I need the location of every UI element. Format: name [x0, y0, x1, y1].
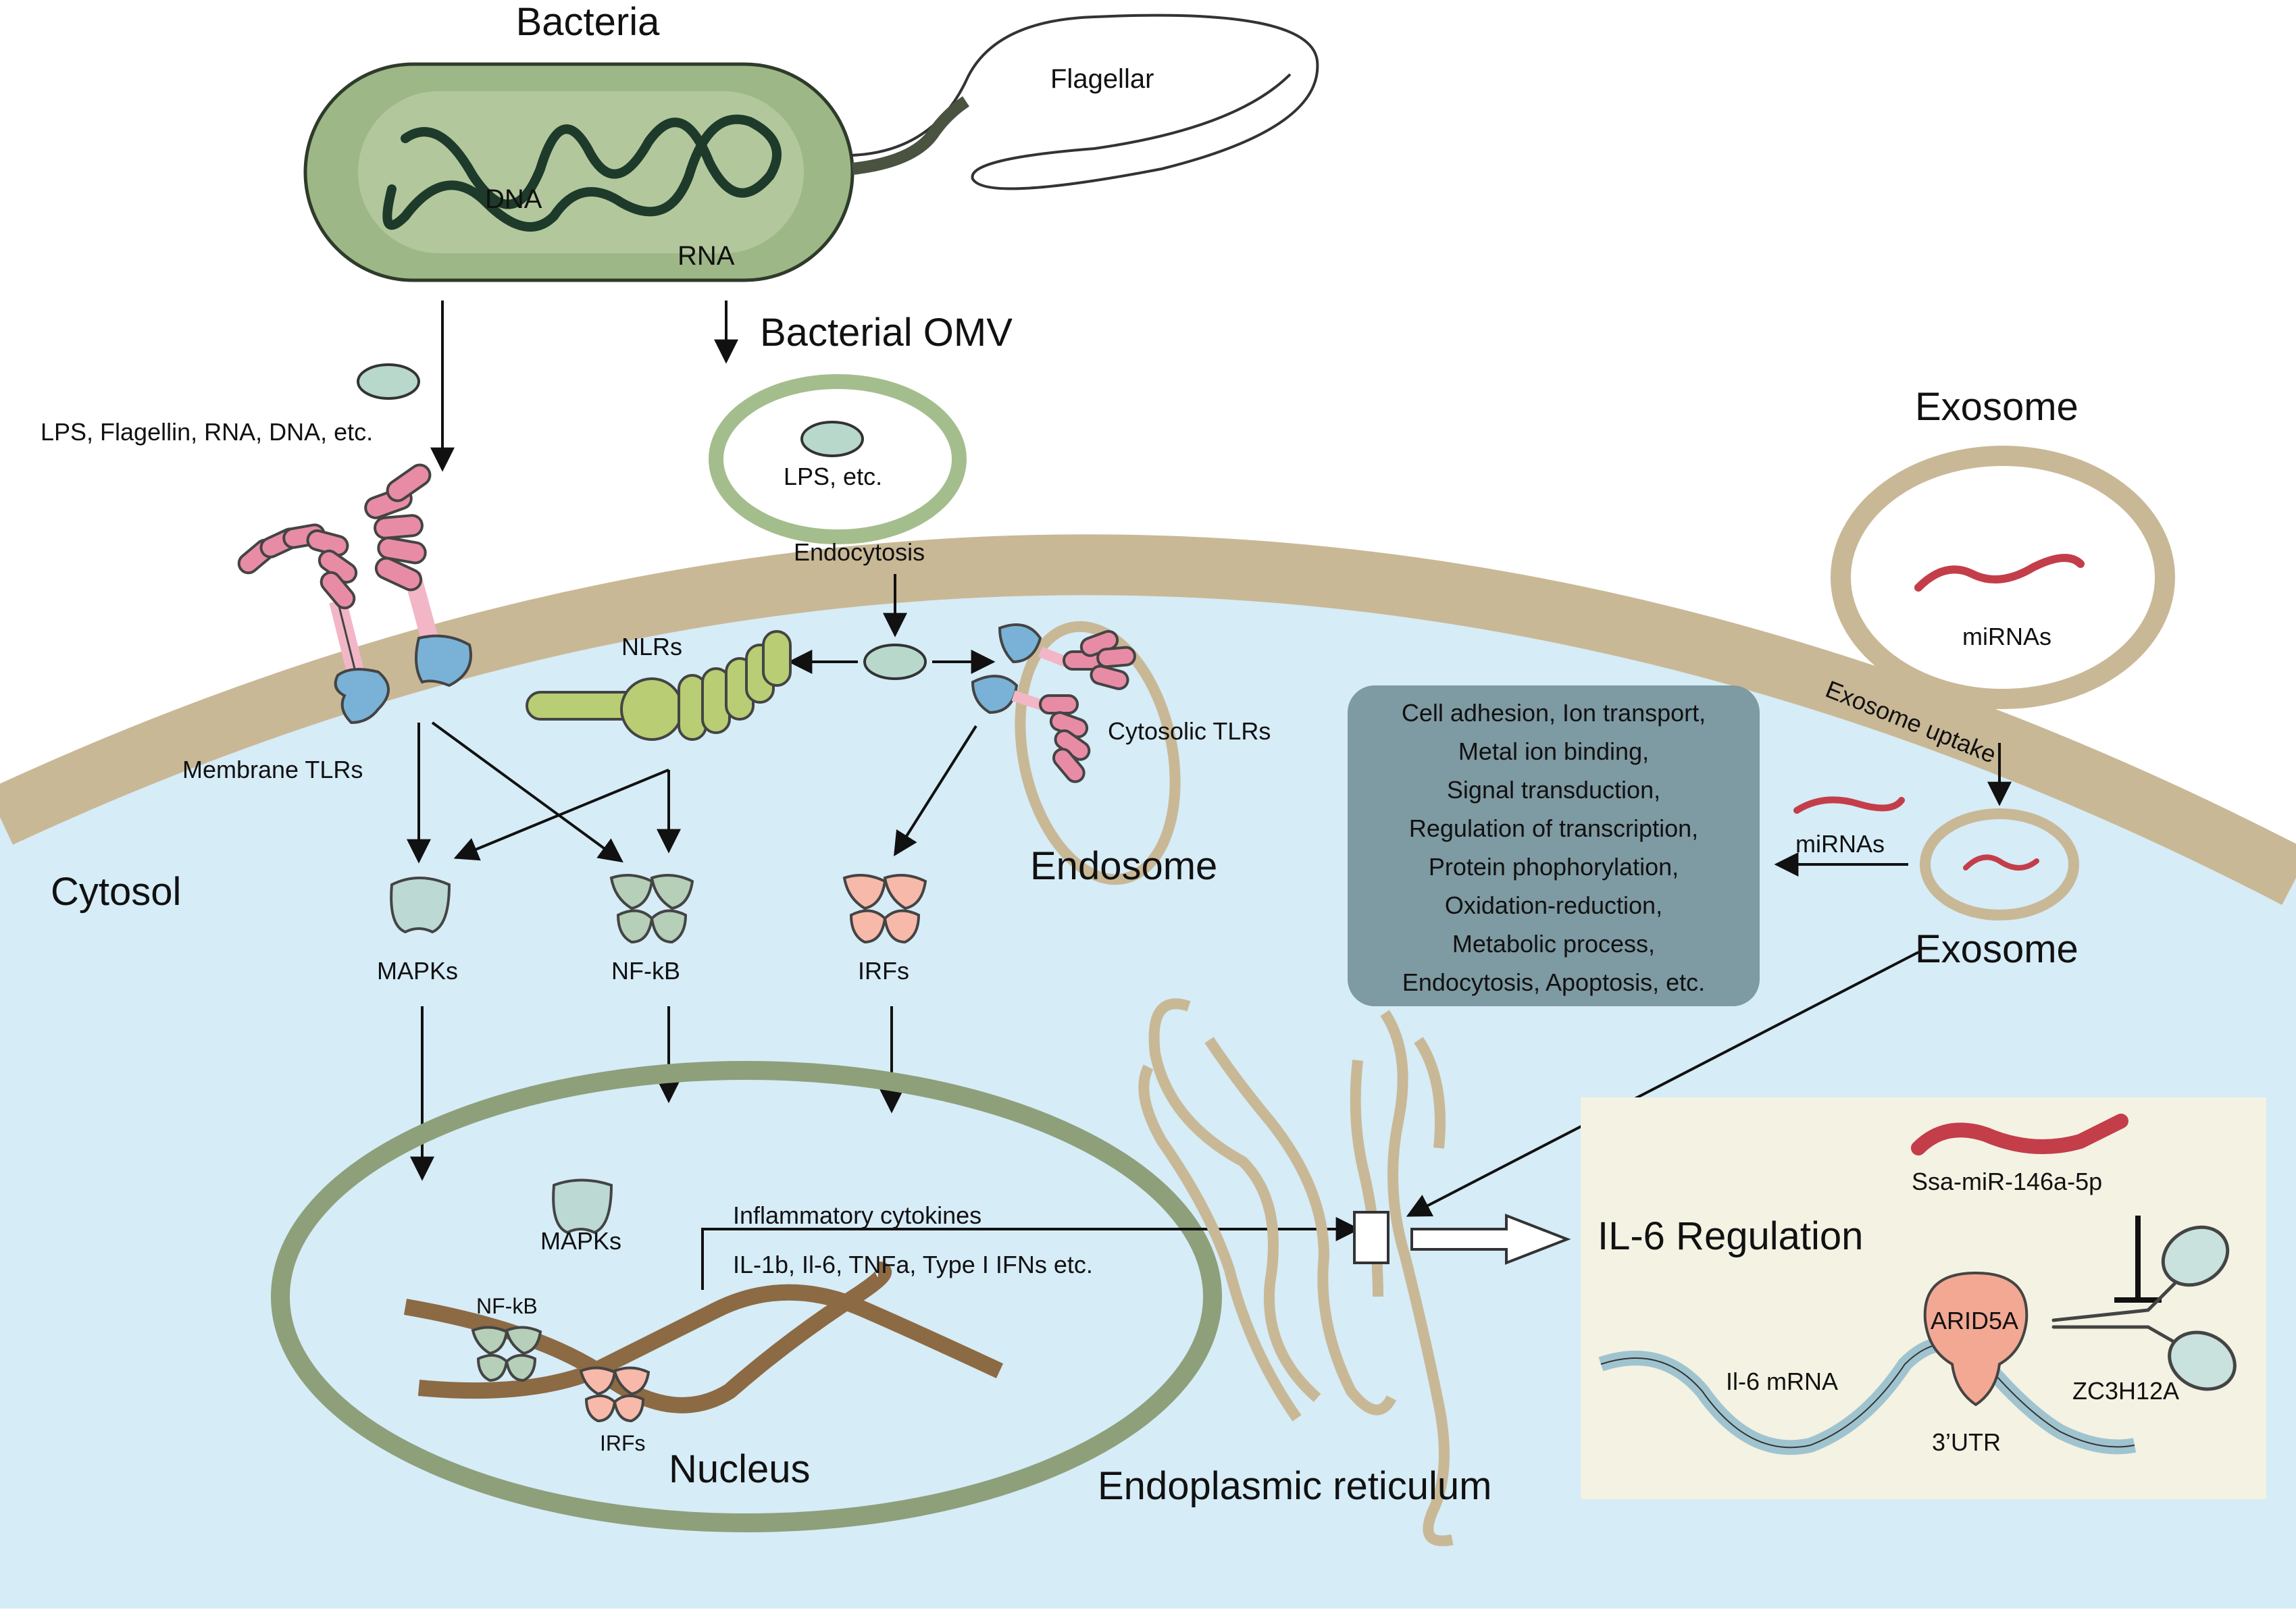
released-mirna	[1793, 796, 1905, 814]
pamp-particle	[357, 363, 420, 400]
mirna-inside-exosome	[1914, 554, 2085, 592]
functions-box-text: Cell adhesion, Ion transport, Metal ion …	[1402, 699, 1706, 996]
cytokine-release-box	[1353, 1211, 1389, 1264]
nucleus-title: Nucleus	[669, 1447, 811, 1491]
rna-label: RNA	[678, 241, 735, 271]
function-line: Regulation of transcription,	[1409, 814, 1698, 842]
cytosolic-tlrs-label: Cytosolic TLRs	[1108, 717, 1271, 745]
exosome-bottom-title: Exosome	[1915, 927, 2078, 971]
released-mirnas-label: miRNAs	[1795, 830, 1885, 858]
arrow-tlr-nfkb	[431, 721, 623, 863]
er-label: Endoplasmic reticulum	[1098, 1464, 1491, 1508]
mapks-label: MAPKs	[377, 957, 458, 985]
functions-box	[1348, 685, 1760, 1006]
internalized-particle	[863, 644, 927, 680]
omv-vesicle	[709, 374, 967, 544]
exosome-mirnas-label: miRNAs	[1962, 623, 2051, 650]
pamps-label: LPS, Flagellin, RNA, DNA, etc.	[41, 418, 373, 446]
dna-label: DNA	[485, 184, 542, 214]
arrow-endosome-irf	[894, 725, 977, 857]
function-line: Metabolic process,	[1452, 930, 1655, 958]
omv-lps-particle	[800, 421, 864, 457]
arid5a-protein	[1923, 1271, 2029, 1407]
endocytosis-label: Endocytosis	[794, 538, 925, 566]
il6-panel-title: IL-6 Regulation	[1598, 1214, 1863, 1258]
function-line: Metal ion binding,	[1458, 737, 1649, 765]
nlr-receptor	[526, 630, 792, 741]
endosome-label: Endosome	[1030, 844, 1217, 888]
nucleus-nfkb-label: NF-kB	[476, 1294, 538, 1318]
nlrs-label: NLRs	[621, 633, 682, 660]
nucleus	[271, 1061, 1222, 1532]
cytokines-title: Inflammatory cytokines	[733, 1201, 981, 1229]
arrow-nlr-mapk	[453, 769, 669, 861]
bacterium	[303, 14, 1319, 282]
nfkb-label: NF-kB	[611, 957, 680, 985]
ssa-mir-146a-5p-strand	[1911, 1114, 2128, 1155]
dna-strand	[382, 114, 782, 232]
zc3h12a-label: ZC3H12A	[2072, 1377, 2179, 1405]
dna-helix-strand-2	[417, 1284, 1004, 1399]
nucleus-irfs-label: IRFs	[600, 1431, 646, 1455]
membrane-tlrs	[237, 463, 472, 725]
flagellum	[850, 14, 1319, 190]
il6-mrna-outline	[1600, 1343, 2135, 1449]
arrow-exosome-to-er	[1406, 951, 1919, 1217]
cytokines-list: IL-1b, Il-6, TNFa, Type I IFNs etc.	[733, 1251, 1093, 1278]
function-line: Signal transduction,	[1447, 776, 1660, 804]
irfs-label: IRFs	[858, 957, 909, 985]
arid5a-label: ARID5A	[1931, 1307, 2018, 1334]
nucleus-mapks-label: MAPKs	[540, 1227, 621, 1255]
scissors-icon	[2051, 1225, 2237, 1391]
function-line: Oxidation-reduction,	[1445, 891, 1662, 919]
endoplasmic-reticulum	[1138, 998, 1454, 1546]
il6-mrna-label: Il-6 mRNA	[1726, 1368, 1838, 1395]
irf-molecule	[842, 874, 927, 944]
bacteria-title: Bacteria	[516, 0, 661, 44]
function-line: Protein phophorylation,	[1429, 853, 1679, 881]
flagellar-label: Flagellar	[1050, 64, 1154, 94]
cytosol-label: Cytosol	[51, 870, 181, 914]
nucleus-mapk-molecule	[552, 1178, 613, 1234]
nfkb-molecule	[609, 874, 694, 944]
arrow-cytokines	[701, 1217, 1360, 1290]
il6-panel	[1581, 1097, 2266, 1499]
nucleus-nfkb-molecule	[471, 1326, 542, 1382]
omv-title: Bacterial OMV	[760, 311, 1013, 355]
arrow-to-il6	[1410, 1214, 1571, 1265]
utr-label: 3’UTR	[1932, 1428, 2001, 1456]
mapk-molecule	[390, 877, 451, 934]
nucleus-irf-molecule	[579, 1366, 650, 1423]
mirna-inside-exosome-bottom	[1963, 854, 2039, 870]
function-line: Cell adhesion, Ion transport,	[1402, 699, 1706, 727]
membrane-tlrs-label: Membrane TLRs	[182, 756, 363, 783]
cytosolic-tlrs	[971, 623, 1136, 783]
function-line: Endocytosis, Apoptosis, etc.	[1402, 968, 1705, 996]
omv-content-label: LPS, etc.	[784, 463, 882, 490]
exosome-top-title: Exosome	[1915, 385, 2078, 429]
exosome-vesicle-bottom	[1920, 808, 2079, 920]
mirna-label: Ssa-miR-146a-5p	[1912, 1168, 2102, 1195]
endosome	[1015, 621, 1181, 885]
